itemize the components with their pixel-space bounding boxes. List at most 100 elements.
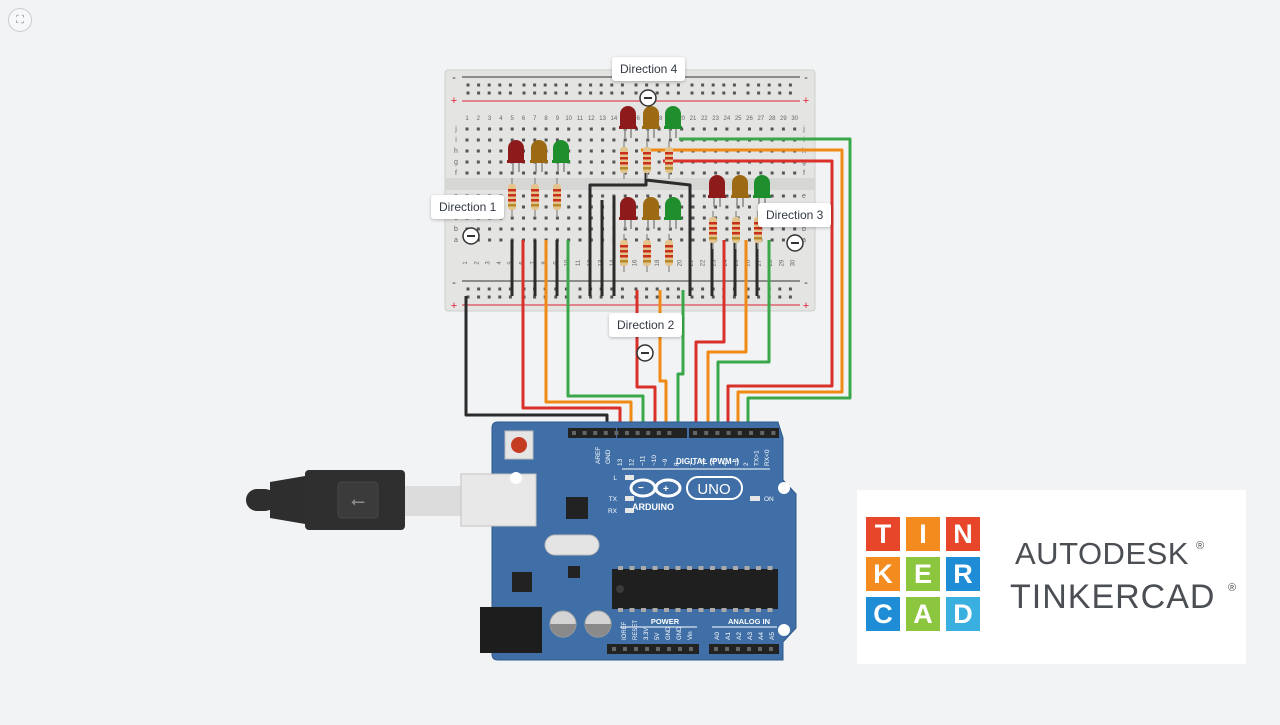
header-pin[interactable] xyxy=(603,431,608,435)
header-pin[interactable] xyxy=(689,647,693,651)
direction-3-resistor-2[interactable] xyxy=(732,211,740,249)
direction-1-resistor-1[interactable] xyxy=(508,178,516,216)
direction-4-resistor-3[interactable] xyxy=(665,141,673,179)
header-pin[interactable] xyxy=(612,647,616,651)
signal-wire-orange-4[interactable] xyxy=(641,148,844,430)
direction-4-resistor-2[interactable] xyxy=(643,141,651,179)
header-pin[interactable] xyxy=(678,647,682,651)
direction-4-led-red[interactable] xyxy=(619,106,637,138)
wires[interactable] xyxy=(464,137,852,430)
signal-wire-orange-3[interactable] xyxy=(706,240,748,430)
header-pin[interactable] xyxy=(625,431,629,435)
usb-cable[interactable]: ⭠ xyxy=(246,470,462,530)
header-pin[interactable] xyxy=(758,647,762,651)
header-pin[interactable] xyxy=(736,647,740,651)
header-pin[interactable] xyxy=(634,647,638,651)
header-pin[interactable] xyxy=(769,647,773,651)
reset-button-cap[interactable] xyxy=(511,437,527,453)
header-pin[interactable] xyxy=(623,647,627,651)
direction-1-led-green[interactable] xyxy=(552,140,570,172)
direction-1-resistor-3[interactable] xyxy=(553,178,561,216)
direction-2-led-green[interactable] xyxy=(664,197,682,229)
direction-1-resistor-2[interactable] xyxy=(531,178,539,216)
led-body[interactable] xyxy=(508,140,524,160)
direction-2-led-yellow[interactable] xyxy=(642,197,660,229)
header-pin[interactable] xyxy=(704,431,709,435)
header-pin[interactable] xyxy=(667,647,671,651)
header-pin[interactable] xyxy=(760,431,765,435)
header-pin[interactable] xyxy=(693,431,697,435)
gnd-wire-dir4[interactable] xyxy=(588,167,648,296)
direction-2-led-red[interactable] xyxy=(619,197,637,229)
callout-direction-4[interactable]: Direction 4 xyxy=(612,57,686,81)
callout-direction-2[interactable]: Direction 2 xyxy=(609,313,683,337)
led-body[interactable] xyxy=(620,106,636,126)
header-pin[interactable] xyxy=(645,647,649,651)
gnd-wire[interactable] xyxy=(464,296,609,430)
breadboard-hole xyxy=(533,171,537,175)
zoom-to-fit-button[interactable]: ⛶ xyxy=(8,8,32,32)
led-body[interactable] xyxy=(665,197,681,217)
signal-wire-green-1[interactable] xyxy=(566,240,645,430)
direction-4-led-green[interactable] xyxy=(664,106,682,138)
direction-3-led-yellow[interactable] xyxy=(731,175,749,207)
signal-wire-red-4[interactable] xyxy=(663,159,834,430)
atmega-chip[interactable] xyxy=(612,569,778,609)
signal-wire-red-3[interactable] xyxy=(694,240,726,430)
header-pin[interactable] xyxy=(614,431,619,435)
header-pin[interactable] xyxy=(714,647,718,651)
header-pin[interactable] xyxy=(771,431,776,435)
direction-2-resistor-2[interactable] xyxy=(643,234,651,272)
dc-power-jack[interactable] xyxy=(480,607,542,653)
led-body[interactable] xyxy=(732,175,748,195)
direction-4-resistor-1[interactable] xyxy=(620,141,628,179)
callout-direction-3[interactable]: Direction 3 xyxy=(758,203,832,227)
header-pin[interactable] xyxy=(593,431,598,435)
led-body[interactable] xyxy=(620,197,636,217)
led-body[interactable] xyxy=(643,106,659,126)
signal-wire-red-1[interactable] xyxy=(521,240,622,430)
direction-3-led-red[interactable] xyxy=(708,175,726,207)
direction-2-resistor-3[interactable] xyxy=(665,234,673,272)
header-pin[interactable] xyxy=(749,431,753,435)
header-pin[interactable] xyxy=(572,431,576,435)
direction-2-resistor-1[interactable] xyxy=(620,234,628,272)
signal-wire-green-2[interactable] xyxy=(676,290,685,430)
gnd-wire-dir4-b[interactable] xyxy=(645,178,692,296)
header-pin[interactable] xyxy=(715,431,720,435)
led-body[interactable] xyxy=(531,140,547,160)
direction-3-resistor-1[interactable] xyxy=(709,211,717,249)
signal-wire-orange-1[interactable] xyxy=(544,240,633,430)
signal-wire-green-4[interactable] xyxy=(679,137,852,430)
header-pin[interactable] xyxy=(646,431,651,435)
header-pin[interactable] xyxy=(725,647,729,651)
callout-direction-1[interactable]: Direction 1 xyxy=(431,195,505,219)
signal-wire-red-2[interactable] xyxy=(635,290,657,430)
header-pin[interactable] xyxy=(635,431,640,435)
signal-wire-green-3[interactable] xyxy=(716,240,771,430)
direction-4-led-yellow[interactable] xyxy=(642,106,660,138)
direction-1-led-red[interactable] xyxy=(507,140,525,172)
digital-pin-label: 2 xyxy=(743,462,750,466)
led-body[interactable] xyxy=(665,106,681,126)
column-number: 6 xyxy=(522,116,526,122)
header-pin[interactable] xyxy=(582,431,587,435)
header-pin[interactable] xyxy=(726,431,731,435)
led-body[interactable] xyxy=(754,175,770,195)
led-body[interactable] xyxy=(709,175,725,195)
rail-hole xyxy=(508,295,512,299)
header-pin[interactable] xyxy=(667,431,672,435)
components[interactable] xyxy=(507,106,771,272)
led-body[interactable] xyxy=(643,197,659,217)
usb-b-socket[interactable] xyxy=(460,473,537,527)
direction-1-led-yellow[interactable] xyxy=(530,140,548,172)
led-body[interactable] xyxy=(553,140,569,160)
header-pin[interactable] xyxy=(656,647,660,651)
header-pin[interactable] xyxy=(747,647,751,651)
breadboard-hole xyxy=(499,127,503,131)
header-pin[interactable] xyxy=(737,431,742,435)
header-pin[interactable] xyxy=(656,431,661,435)
